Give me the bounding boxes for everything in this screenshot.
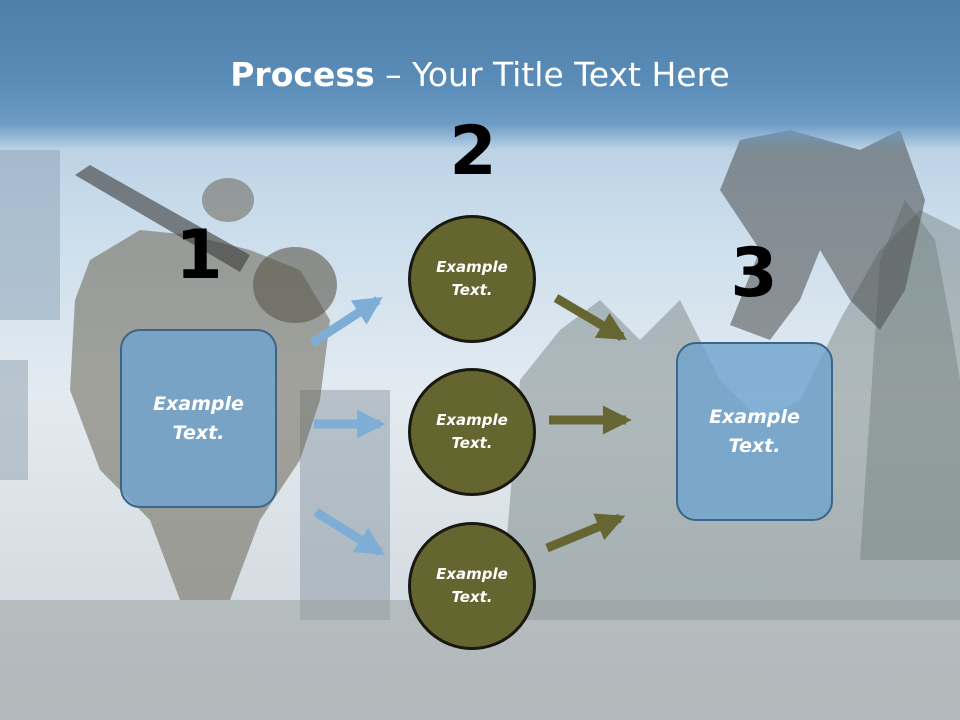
arrow-blue-up xyxy=(309,296,383,347)
process-circle-bottom-label: Example Text. xyxy=(436,565,508,606)
step-3-box-label: Example Text. xyxy=(709,405,800,457)
step-number-1: 1 xyxy=(175,216,223,295)
process-circle-middle[interactable]: Example Text. xyxy=(408,368,536,496)
process-circle-bottom[interactable]: Example Text. xyxy=(408,522,536,650)
step-number-3: 3 xyxy=(730,234,778,313)
slide-title: Process – Your Title Text Here xyxy=(0,55,960,95)
title-rest: – Your Title Text Here xyxy=(374,55,730,94)
process-circle-top[interactable]: Example Text. xyxy=(408,215,536,343)
arrow-olive-up xyxy=(545,513,626,553)
process-circle-top-label: Example Text. xyxy=(436,258,508,299)
arrow-blue-down xyxy=(313,508,385,556)
step-1-box-label: Example Text. xyxy=(153,392,244,444)
title-band xyxy=(0,0,960,150)
process-circle-middle-label: Example Text. xyxy=(436,411,508,452)
step-3-box[interactable]: Example Text. xyxy=(676,342,833,521)
title-bold-part: Process xyxy=(230,55,375,94)
arrow-olive-down xyxy=(553,294,627,341)
step-number-2: 2 xyxy=(449,112,497,191)
step-1-box[interactable]: Example Text. xyxy=(120,329,277,508)
